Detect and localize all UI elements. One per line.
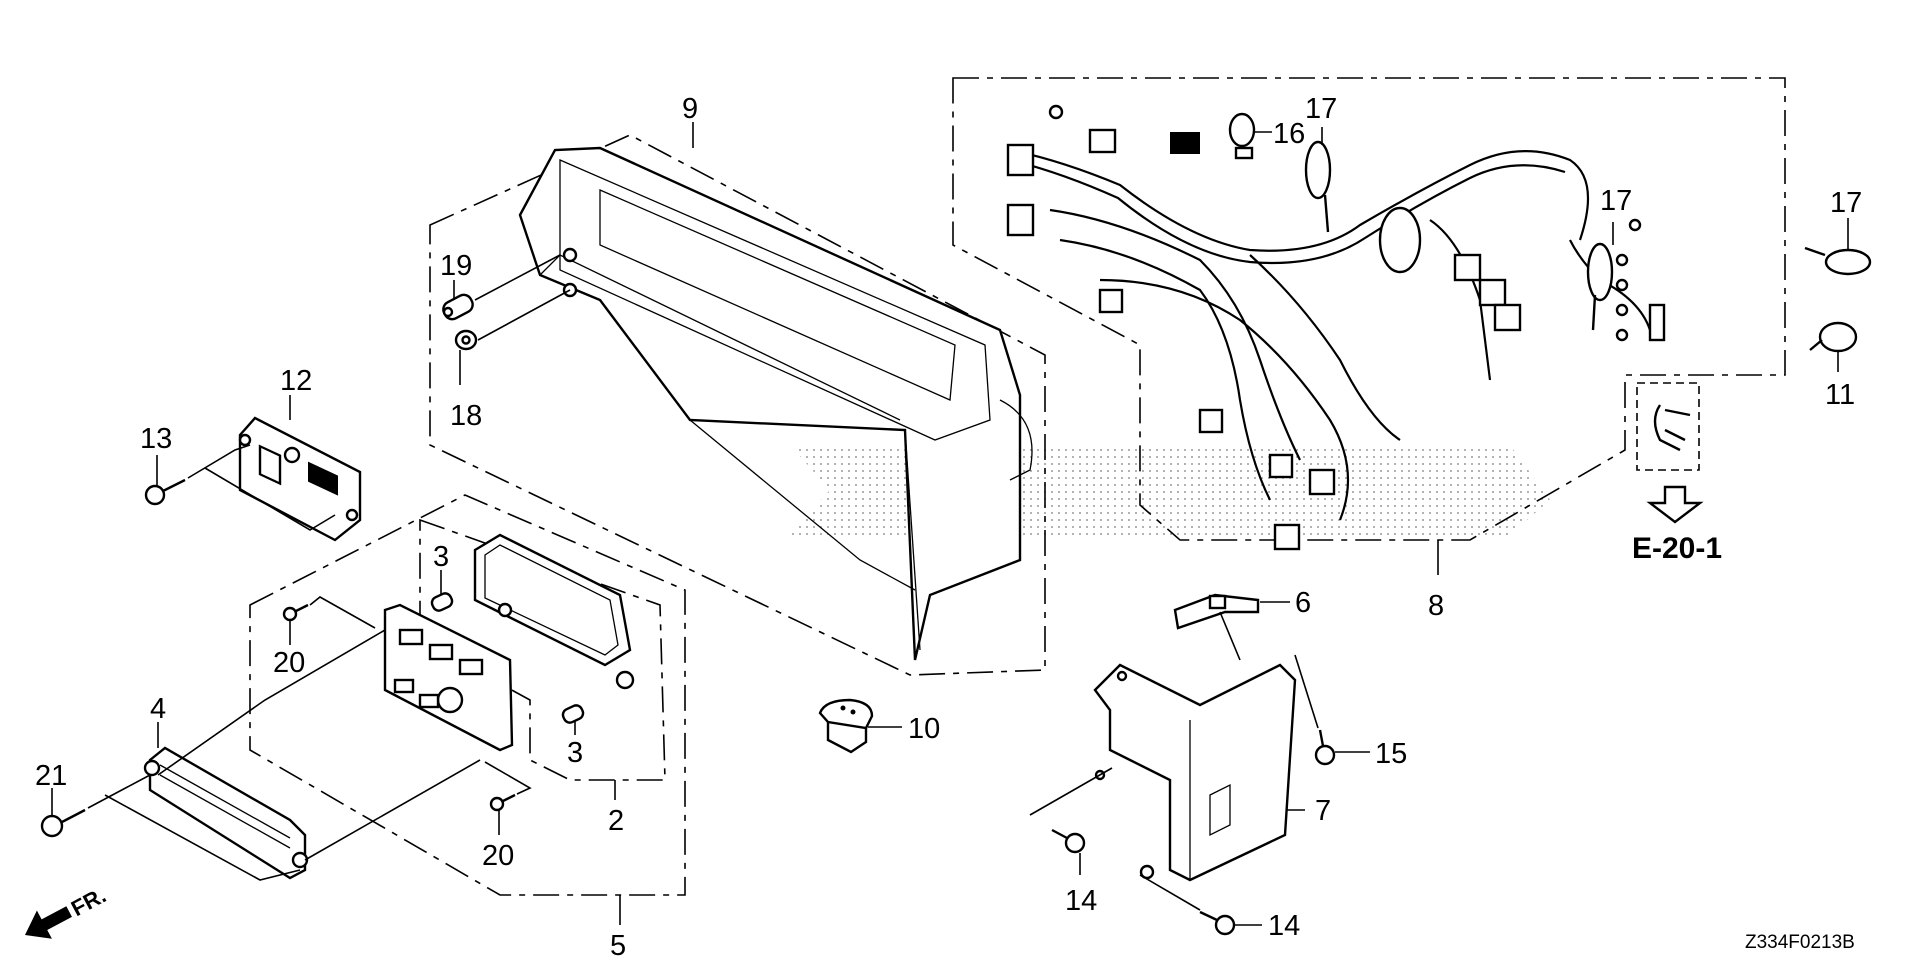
part-3-collar-a[interactable] [430, 591, 454, 612]
part-11-wire-band[interactable] [1809, 321, 1858, 353]
part-19-collar-long[interactable] [441, 292, 476, 322]
connector [1453, 253, 1482, 282]
leader-19-to-cover [474, 254, 561, 301]
callout-19[interactable]: 19 [440, 250, 472, 282]
part-6-bracket-clip[interactable] [1173, 593, 1260, 630]
connector [1006, 143, 1035, 177]
assembly-5-boundary [249, 494, 686, 896]
arrow-icon [25, 906, 72, 939]
down-arrow-icon [1646, 485, 1704, 524]
callout-18[interactable]: 18 [450, 400, 482, 432]
part-17-cable-tie-b[interactable] [1586, 242, 1614, 331]
callout-17b[interactable]: 17 [1600, 185, 1632, 217]
part-3-collar-b[interactable] [561, 703, 585, 724]
connector [1268, 453, 1294, 479]
connector [1098, 288, 1124, 314]
callout-15[interactable]: 15 [1375, 738, 1407, 770]
callout-14a[interactable]: 14 [1065, 885, 1097, 917]
callout-6[interactable]: 6 [1295, 587, 1311, 619]
part-17-cable-tie-a[interactable] [1304, 140, 1332, 233]
callout-20b[interactable]: 20 [482, 840, 514, 872]
front-direction-indicator: FR. [25, 882, 110, 939]
reference-link[interactable]: E-20-1 [1632, 532, 1722, 565]
diagram-code: Z334F0213B [1745, 932, 1855, 953]
callout-16[interactable]: 16 [1273, 118, 1305, 150]
callout-3b[interactable]: 3 [567, 737, 583, 769]
callout-13[interactable]: 13 [140, 423, 172, 455]
callout-10[interactable]: 10 [908, 713, 940, 745]
connector [1308, 468, 1336, 496]
fr-label: FR. [67, 882, 110, 921]
callout-9[interactable]: 9 [682, 93, 698, 125]
callout-17a[interactable]: 17 [1305, 93, 1337, 125]
callout-8[interactable]: 8 [1428, 590, 1444, 622]
connector [1170, 132, 1200, 154]
part-12-module-plate[interactable] [238, 416, 362, 542]
connector [1273, 523, 1301, 551]
part-13-screw[interactable] [144, 478, 186, 506]
part-16-wire-clamp[interactable] [1228, 112, 1256, 160]
part-4-gasket-strip[interactable] [143, 746, 309, 880]
part-14-flange-bolt-b[interactable] [1199, 910, 1236, 936]
part-8-wire-harness[interactable] [1006, 104, 1666, 551]
connector [1006, 203, 1035, 237]
connector [1198, 408, 1224, 434]
callout-20a[interactable]: 20 [273, 647, 305, 679]
callout-5[interactable]: 5 [610, 930, 626, 960]
callout-11[interactable]: 11 [1825, 379, 1855, 411]
part-15-flange-bolt[interactable] [1314, 729, 1336, 766]
callout-17c[interactable]: 17 [1830, 187, 1862, 219]
callout-3a[interactable]: 3 [433, 541, 449, 573]
callout-14b[interactable]: 14 [1268, 910, 1300, 942]
part-21-flange-bolt[interactable] [40, 808, 86, 838]
callout-4[interactable]: 4 [150, 693, 166, 725]
part-20-screw-b[interactable] [489, 793, 516, 812]
assembly-8-boundary [952, 77, 1786, 541]
part-20-screw-a[interactable] [282, 603, 309, 622]
watermark-dots [790, 445, 1550, 535]
leader-18-to-cover [477, 289, 571, 341]
reference-detail-box[interactable] [1636, 382, 1700, 471]
connector [1648, 303, 1666, 342]
callout-2[interactable]: 2 [608, 805, 624, 837]
callout-7[interactable]: 7 [1315, 795, 1331, 827]
part-17-cable-tie-c[interactable] [1804, 246, 1872, 276]
connector [1493, 303, 1522, 332]
connector [1478, 278, 1507, 307]
callout-21[interactable]: 21 [35, 760, 67, 792]
callout-12[interactable]: 12 [280, 365, 312, 397]
part-10-grommet[interactable] [818, 698, 874, 754]
part-7-bracket[interactable] [1093, 663, 1297, 882]
connector [1088, 128, 1117, 154]
part-14-flange-bolt-a[interactable] [1051, 828, 1086, 854]
part-2-control-box[interactable] [473, 533, 635, 690]
part-18-collar-short[interactable] [454, 329, 478, 351]
control-panel-face[interactable] [383, 603, 514, 752]
grommet-ring [1378, 206, 1422, 274]
